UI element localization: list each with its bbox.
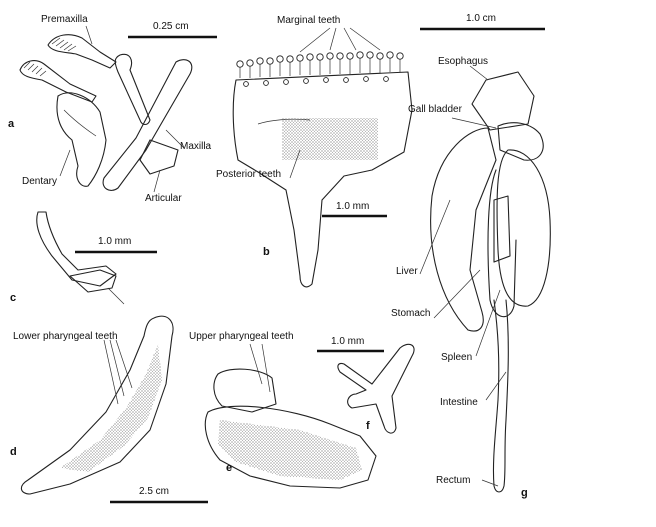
upper-pharyngeal-teeth-drawing xyxy=(204,343,377,489)
panel-letter-a: a xyxy=(8,118,15,130)
label-gall-bladder: Gall bladder xyxy=(408,104,462,115)
lower-pharyngeal-plate-drawing xyxy=(20,315,174,495)
label-stomach: Stomach xyxy=(391,308,431,319)
label-esophagus: Esophagus xyxy=(438,56,489,67)
panel-letter-g: g xyxy=(521,487,528,499)
jaw-drawing xyxy=(19,25,193,193)
scale-text-a: 0.25 cm xyxy=(153,21,189,32)
scale-text-g: 1.0 cm xyxy=(466,13,497,24)
scale-text-f: 1.0 mm xyxy=(331,336,365,347)
scale-text-d: 2.5 cm xyxy=(139,486,170,497)
panel-letter-c: c xyxy=(10,292,17,304)
scale-text-c: 1.0 mm xyxy=(98,236,132,247)
label-intestine: Intestine xyxy=(440,397,478,408)
label-upper-pharyngeal-teeth: Upper pharyngeal teeth xyxy=(189,331,294,342)
label-rectum: Rectum xyxy=(436,475,471,486)
label-spleen: Spleen xyxy=(441,352,473,363)
jaw-element-drawing xyxy=(36,211,125,305)
label-marginal-teeth: Marginal teeth xyxy=(277,15,341,26)
label-maxilla: Maxilla xyxy=(180,141,212,152)
panel-letter-b: b xyxy=(263,246,270,258)
panel-letter-d: d xyxy=(10,446,17,458)
label-premaxilla: Premaxilla xyxy=(41,14,88,25)
label-liver: Liver xyxy=(396,266,418,277)
tooth-plate-drawing xyxy=(232,27,413,288)
panel-letter-e: e xyxy=(226,462,233,474)
label-lower-pharyngeal-teeth: Lower pharyngeal teeth xyxy=(13,331,118,342)
label-articular: Articular xyxy=(145,193,182,204)
digestive-tract-drawing xyxy=(419,65,551,493)
small-bone-drawing xyxy=(337,343,415,434)
label-dentary: Dentary xyxy=(22,176,58,187)
panel-letter-f: f xyxy=(366,420,370,432)
scale-text-b: 1.0 mm xyxy=(336,201,370,212)
label-posterior-teeth: Posterior teeth xyxy=(216,169,282,180)
